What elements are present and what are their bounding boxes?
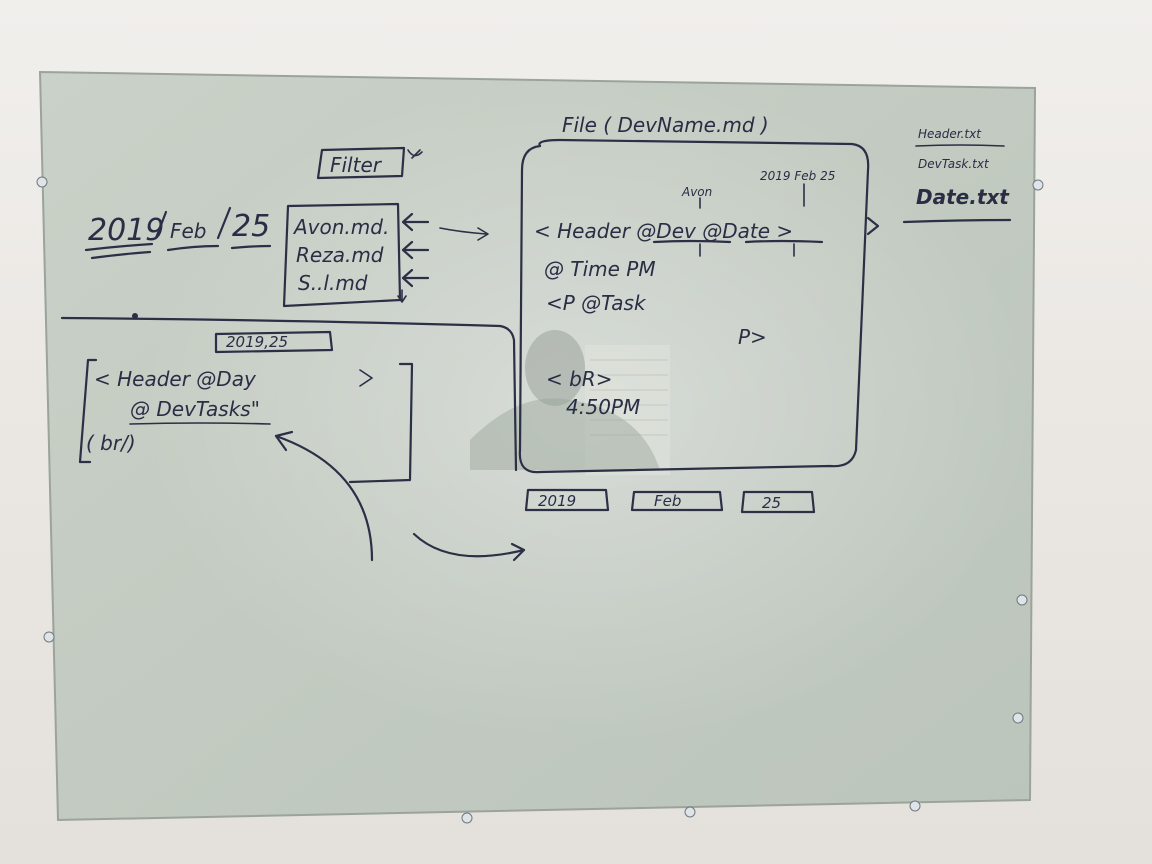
file-box-title: File ( DevName.md )	[562, 113, 769, 137]
file-list-item: S..l.md	[298, 271, 368, 295]
glass-board	[38, 70, 1037, 822]
file-box-br-line: < bR>	[546, 367, 612, 391]
template-line-br: ( br/)	[86, 431, 136, 455]
file-list-item: Reza.md	[296, 243, 384, 267]
filter-label: Filter	[330, 153, 383, 177]
date-month: Feb	[170, 219, 207, 243]
file-box-time-line: @ Time PM	[544, 257, 656, 281]
template-line-devtasks: @ DevTasks"	[130, 397, 260, 421]
date-header: 2019 Feb 25	[84, 206, 272, 260]
file-box-task-line: <P @Task	[546, 291, 647, 315]
date-tag: 25	[762, 494, 781, 512]
output-file: Header.txt	[918, 127, 982, 141]
file-list-item: Avon.md.	[292, 215, 389, 239]
file-box-p-close: P>	[738, 325, 767, 349]
mounting-screws	[36, 176, 1044, 824]
date-day: 25	[232, 209, 270, 244]
file-box-header-line: < Header @Dev @Date >	[534, 219, 793, 243]
divider-line	[60, 316, 518, 472]
file-list-box: Avon.md. Reza.md S..l.md	[282, 202, 489, 308]
date-tag: Feb	[654, 492, 681, 510]
template-box: 2019,25 < Header @Day @ DevTasks" ( br/)	[78, 330, 414, 484]
template-line-header: < Header @Day	[94, 367, 257, 391]
date-year: 2019	[88, 213, 164, 248]
file-box-clock: 4:50PM	[566, 395, 640, 419]
output-file: Date.txt	[916, 185, 1010, 209]
file-box: File ( DevName.md ) Avon 2019 Feb 25 < H…	[518, 113, 1012, 474]
output-file: DevTask.txt	[918, 157, 990, 171]
flow-arrows	[274, 430, 526, 562]
date-tags: 2019 Feb 25	[524, 488, 816, 514]
date-tag: 2019	[538, 492, 576, 510]
file-box-note-date: 2019 Feb 25	[760, 169, 835, 183]
file-box-note-name: Avon	[681, 185, 712, 199]
filter-box: Filter	[316, 146, 423, 180]
output-files: Header.txt DevTask.txt Date.txt	[915, 127, 1010, 209]
template-tag: 2019,25	[226, 333, 288, 351]
